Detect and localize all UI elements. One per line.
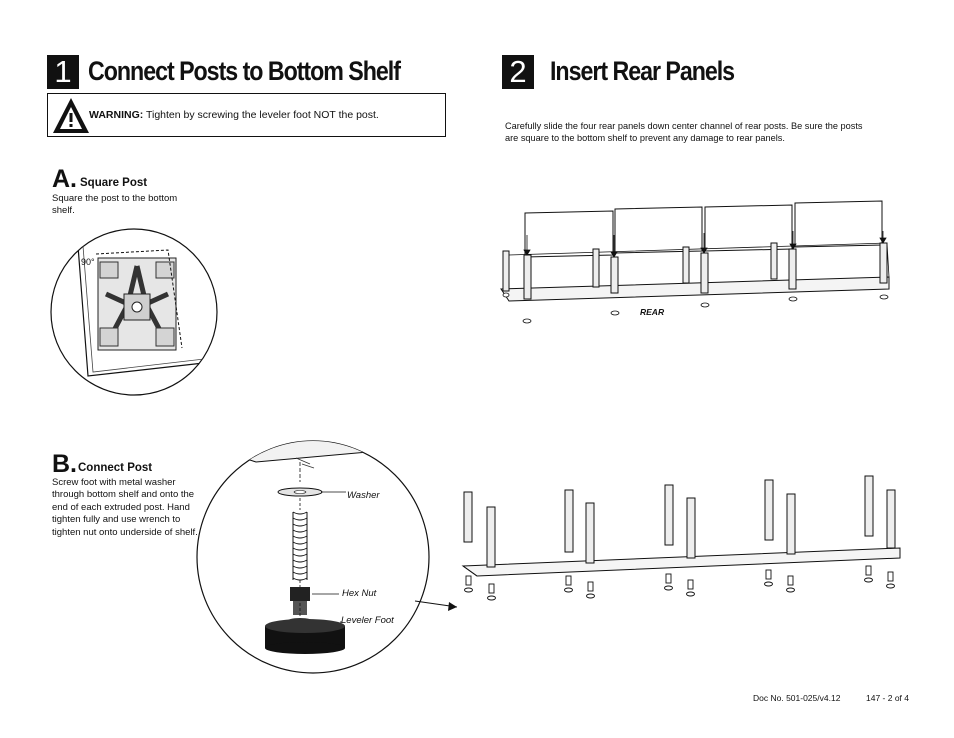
substep-b-title: Connect Post xyxy=(78,462,153,474)
page-number: 147 - 2 of 4 xyxy=(866,693,910,703)
leveler-foot-detail-illustration xyxy=(196,440,430,674)
doc-number: Doc No. 501-025/v4.12 xyxy=(753,693,841,703)
angle-label: 90° xyxy=(81,257,95,267)
rear-panels-assembly xyxy=(500,200,890,324)
square-post-detail-illustration xyxy=(50,228,218,396)
warning-label: WARNING: xyxy=(89,109,144,121)
bottom-shelf-posts-assembly xyxy=(461,475,901,601)
substep-a-body: Square the post to the bottom shelf. xyxy=(52,193,178,217)
step-1-number-badge: 1 xyxy=(47,55,79,89)
rear-label: REAR xyxy=(640,307,665,317)
step-2-body: Carefully slide the four rear panels dow… xyxy=(505,121,863,144)
step-2-number-badge: 2 xyxy=(502,55,534,89)
substep-b-letter: B. xyxy=(52,450,77,478)
substep-a-letter: A. xyxy=(52,165,77,193)
posts xyxy=(463,475,896,568)
step-1-title: Connect Posts to Bottom Shelf xyxy=(88,56,401,86)
pointer-arrow xyxy=(414,600,458,611)
warning-triangle-icon xyxy=(53,98,89,133)
substep-b-body: Screw foot with metal washer through bot… xyxy=(52,477,198,538)
washer-callout: Washer xyxy=(347,490,380,501)
step-2-title: Insert Rear Panels xyxy=(550,56,735,86)
warning-text: WARNING: Tighten by screwing the leveler… xyxy=(89,109,379,121)
warning-message: Tighten by screwing the leveler foot NOT… xyxy=(143,109,379,121)
leveler-foot-callout: Leveler Foot xyxy=(341,615,394,626)
substep-a-title: Square Post xyxy=(80,177,148,189)
warning-box: WARNING: Tighten by screwing the leveler… xyxy=(47,93,446,137)
hex-nut-callout: Hex Nut xyxy=(342,588,377,599)
